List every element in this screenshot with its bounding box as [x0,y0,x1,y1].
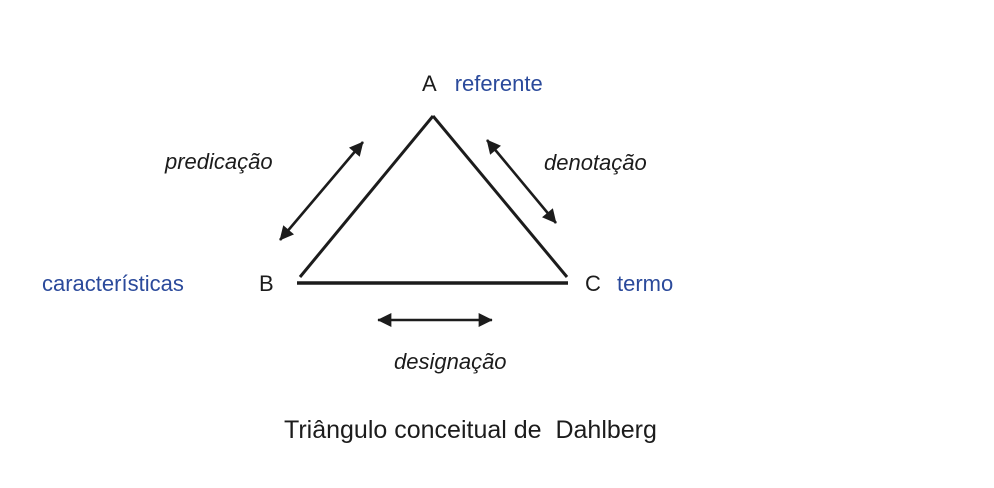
vertex-a: A referente [422,73,543,95]
arrow-predicacao [279,141,364,241]
triangle-right-side [431,115,569,278]
vertex-c-label: termo [617,271,674,296]
vertex-c-letter: C [585,271,601,296]
vertex-a-letter: A [422,71,437,96]
relation-label-predicacao: predicação [165,149,273,174]
diagram-caption: Triângulo conceitual de Dahlberg [284,416,657,444]
vertex-b-letter: B [259,271,274,296]
arrow-denotacao [486,139,557,224]
triangle-left-side [298,115,435,278]
vertex-a-label: referente [454,71,543,96]
vertex-b-label: características [42,271,184,296]
relation-label-denotacao: denotação [544,150,647,175]
relation-label-designacao: designação [394,349,507,374]
